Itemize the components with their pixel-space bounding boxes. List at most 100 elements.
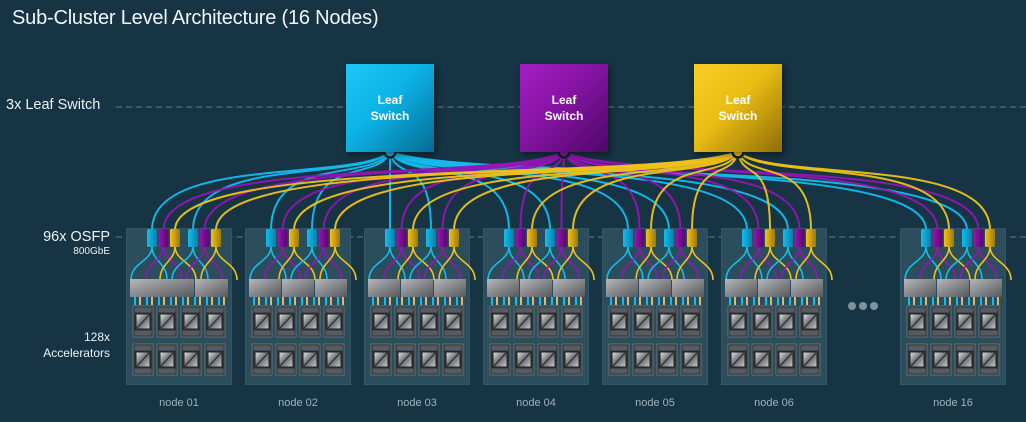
- internal-cable: [162, 245, 183, 281]
- chip-hbm: [134, 307, 152, 313]
- chip-hbm: [325, 345, 343, 351]
- chip-hbm: [908, 330, 926, 336]
- link-tick: [146, 297, 148, 305]
- chip-hbm: [980, 330, 998, 336]
- internal-cable: [650, 245, 673, 281]
- chip-die-highlight: [612, 314, 626, 329]
- link-tick: [622, 297, 624, 305]
- accelerator-chip: [727, 305, 749, 338]
- chip-hbm: [539, 368, 557, 374]
- accelerator-chip: [156, 343, 178, 376]
- link-tick: [699, 297, 701, 305]
- internal-cable: [925, 245, 942, 281]
- accelerator-count-label: 128x: [83, 330, 110, 344]
- chip-hbm: [515, 307, 533, 313]
- accelerator-chip: [978, 343, 1000, 376]
- chip-hbm: [491, 330, 509, 336]
- link-tick: [377, 297, 379, 305]
- osfp-port-cyan: [545, 229, 555, 247]
- link-tick: [639, 297, 641, 305]
- chip-hbm: [563, 368, 581, 374]
- chip-hbm: [206, 368, 224, 374]
- link-tick: [223, 297, 225, 305]
- link-tick: [973, 297, 975, 305]
- accelerator-chip: [680, 343, 702, 376]
- accelerator-chip: [727, 343, 749, 376]
- link-tick: [182, 297, 184, 305]
- link-tick: [318, 297, 320, 305]
- accelerator-chip: [978, 305, 1000, 338]
- osfp-port-yellow: [170, 229, 180, 247]
- uplink-cable: [389, 151, 670, 231]
- internal-cable: [989, 245, 1012, 281]
- accelerator-chip: [323, 305, 345, 338]
- internal-cable: [810, 245, 833, 281]
- link-tick: [961, 297, 963, 305]
- link-tick: [920, 297, 922, 305]
- link-tick: [741, 297, 743, 305]
- internal-cable: [382, 245, 403, 281]
- accelerator-chip: [608, 305, 630, 338]
- chip-die-highlight: [803, 352, 817, 367]
- internal-cable: [174, 245, 197, 281]
- chip-die-highlight: [803, 314, 817, 329]
- chip-die-highlight: [982, 352, 996, 367]
- chip-hbm: [563, 345, 581, 351]
- pcie-switch: [315, 279, 347, 297]
- leaf-switch-3-line1: Leaf: [725, 93, 751, 107]
- internal-cable: [400, 245, 421, 281]
- uplink-cables: [151, 151, 991, 231]
- link-tick: [401, 297, 403, 305]
- osfp-port-purple: [753, 229, 764, 247]
- chip-die-highlight: [779, 314, 793, 329]
- chip-hbm: [372, 368, 390, 374]
- internal-cable: [977, 245, 998, 281]
- link-tick: [425, 297, 427, 305]
- uplink-cable: [737, 151, 812, 231]
- chip-hbm: [563, 307, 581, 313]
- chip-die-highlight: [136, 352, 150, 367]
- chip-hbm: [658, 345, 676, 351]
- ellipsis-icon: [848, 302, 878, 310]
- accelerator-chip: [275, 343, 297, 376]
- osfp-port-purple: [973, 229, 984, 247]
- osfp-port-cyan: [742, 229, 752, 247]
- chip-hbm: [182, 307, 200, 313]
- link-tick: [520, 297, 522, 305]
- pcie-switch: [130, 279, 194, 297]
- accelerator-chip: [418, 305, 440, 338]
- link-tick: [663, 297, 665, 305]
- chip-hbm: [729, 330, 747, 336]
- internal-cable: [936, 245, 957, 281]
- osfp-port-purple: [158, 229, 169, 247]
- osfp-port-purple: [515, 229, 526, 247]
- page-title: Sub-Cluster Level Architecture (16 Nodes…: [12, 7, 379, 29]
- internal-cable: [200, 245, 217, 281]
- internal-cable: [144, 245, 165, 281]
- internal-cable: [549, 245, 566, 281]
- uplink-cable: [737, 151, 991, 231]
- accelerator-chip: [394, 305, 416, 338]
- internal-cable: [409, 245, 432, 281]
- accelerator-chip: [251, 343, 273, 376]
- leaf-row-label: 3x Leaf Switch: [6, 97, 101, 113]
- internal-cable: [453, 245, 476, 281]
- internal-cable: [746, 245, 763, 281]
- chip-hbm: [753, 330, 771, 336]
- internal-cable: [647, 245, 670, 281]
- internal-cable: [423, 245, 444, 281]
- chip-hbm: [932, 330, 950, 336]
- chip-hbm: [801, 345, 819, 351]
- link-tick: [753, 297, 755, 305]
- link-tick: [968, 297, 970, 305]
- chip-hbm: [956, 307, 974, 313]
- chip-hbm: [182, 345, 200, 351]
- uplink-cable: [519, 151, 565, 231]
- node-label-01: node 01: [159, 397, 199, 409]
- chip-die-highlight: [136, 314, 150, 329]
- chip-die-highlight: [958, 314, 972, 329]
- link-tick: [194, 297, 196, 305]
